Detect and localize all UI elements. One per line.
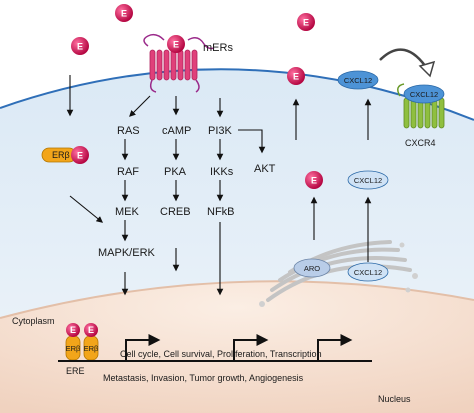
pathway-node-ras: RAS	[117, 125, 140, 137]
cxcr4-receptor	[397, 83, 445, 129]
estrogen-ligand: E	[115, 4, 133, 22]
svg-text:ERβ: ERβ	[66, 344, 81, 353]
estrogen-ligand: E	[167, 35, 185, 53]
vesicles	[259, 242, 418, 307]
cxcl12-molecule: CXCL12	[337, 70, 379, 90]
cytoplasm-label: Cytoplasm	[12, 316, 55, 326]
pathway-node-pka: PKA	[164, 166, 187, 178]
transcription-start-arrow	[125, 334, 161, 361]
svg-text:ARO: ARO	[304, 264, 320, 273]
svg-text:E: E	[88, 325, 94, 335]
svg-text:E: E	[173, 40, 179, 50]
svg-text:ERβ: ERβ	[84, 344, 99, 353]
cxcl12-molecule: CXCL12	[403, 84, 445, 104]
estrogen-ligand: E	[297, 13, 315, 31]
estrogen-ligand: E	[66, 323, 80, 337]
estrogen-ligand: E	[84, 323, 98, 337]
pathway-node-mapk-erk: MAPK/ERK	[98, 247, 156, 259]
cxcl12-molecule: CXCL12	[347, 170, 389, 190]
arrow	[129, 95, 151, 117]
mers-receptor	[143, 33, 215, 93]
transcription-start-arrow	[317, 334, 353, 361]
nucleus-region	[0, 281, 474, 413]
pathway-node-pi3k: PI3K	[208, 125, 233, 137]
mers-label: mERs	[203, 42, 233, 54]
arrow	[238, 129, 266, 154]
svg-text:ERβ: ERβ	[52, 150, 70, 160]
svg-text:E: E	[77, 151, 83, 161]
outcomes-phenotype: Metastasis, Invasion, Tumor growth, Angi…	[103, 373, 304, 383]
aro-enzyme: ARO	[293, 258, 331, 278]
svg-text:E: E	[121, 9, 127, 19]
svg-text:E: E	[77, 42, 83, 52]
pathway-node-creb: CREB	[160, 206, 191, 218]
transcription-start-arrow	[233, 334, 269, 361]
nucleus-label: Nucleus	[378, 394, 411, 404]
svg-text:CXCL12: CXCL12	[410, 90, 438, 99]
estrogen-ligand: E	[71, 37, 89, 55]
pathway-node-akt: AKT	[254, 163, 276, 175]
svg-text:CXCL12: CXCL12	[344, 76, 372, 85]
svg-text:E: E	[303, 18, 309, 28]
pathway-node-mek: MEK	[115, 206, 140, 218]
binding-arrow	[379, 48, 430, 71]
outcomes-transcription: Cell cycle, Cell survival, Proliferation…	[120, 349, 322, 359]
svg-text:CXCL12: CXCL12	[354, 268, 382, 277]
estrogen-ligand: E	[305, 171, 323, 189]
ere-label: ERE	[66, 366, 85, 376]
pathway-node-ikks: IKKs	[210, 166, 234, 178]
erb-receptor: ERβ	[41, 147, 77, 163]
cxcr4-label: CXCR4	[405, 138, 436, 148]
cxcl12-molecule: CXCL12	[347, 262, 389, 282]
pathway-node-nfkb: NFkB	[207, 206, 235, 218]
svg-text:E: E	[311, 176, 317, 186]
svg-text:E: E	[293, 72, 299, 82]
estrogen-ligand: E	[287, 67, 305, 85]
svg-text:E: E	[70, 325, 76, 335]
svg-text:CXCL12: CXCL12	[354, 176, 382, 185]
er-dimer: ERβ ERβ	[65, 335, 99, 361]
pathway-node-raf: RAF	[117, 166, 139, 178]
estrogen-ligand: E	[71, 146, 89, 164]
pathway-node-camp: cAMP	[162, 125, 191, 137]
arrow	[69, 195, 104, 223]
